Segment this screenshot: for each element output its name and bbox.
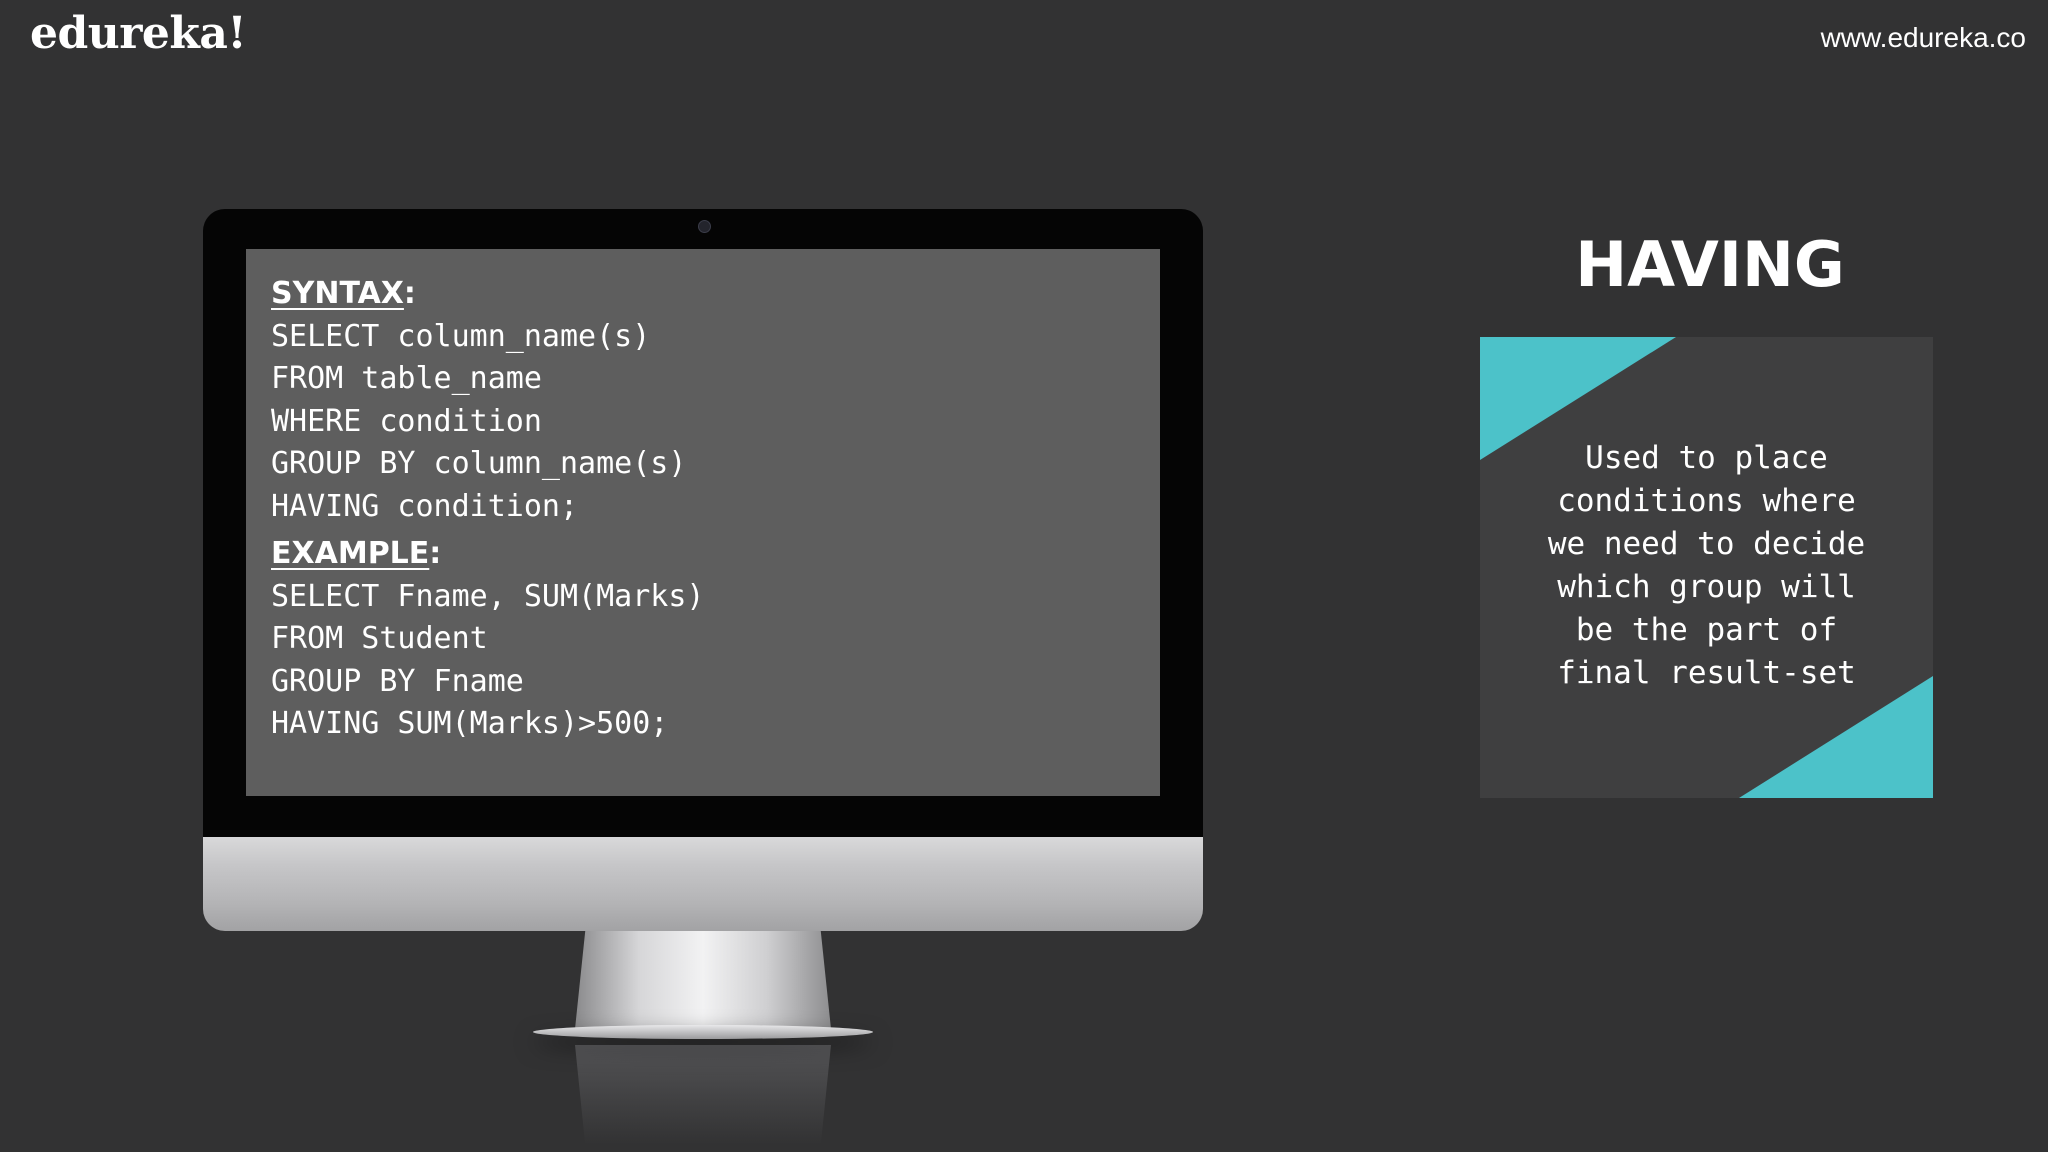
info-line: final result-set bbox=[1557, 655, 1856, 691]
code-block: SYNTAX: SELECT column_name(s) FROM table… bbox=[271, 273, 704, 746]
syntax-line: HAVING condition; bbox=[271, 488, 579, 524]
example-line: SELECT Fname, SUM(Marks) bbox=[271, 578, 705, 614]
info-line: be the part of bbox=[1575, 612, 1838, 648]
syntax-line: FROM table_name bbox=[271, 361, 542, 396]
info-line: we need to decide bbox=[1547, 526, 1866, 562]
monitor-chin bbox=[203, 837, 1203, 931]
stand-reflection bbox=[575, 1045, 831, 1145]
monitor-screen: SYNTAX: SELECT column_name(s) FROM table… bbox=[246, 249, 1160, 796]
info-description: Used to place conditions where we need t… bbox=[1480, 437, 1933, 695]
example-line: GROUP BY Fname bbox=[271, 663, 524, 699]
example-heading: EXAMPLE: bbox=[271, 536, 442, 571]
syntax-line: WHERE condition bbox=[271, 403, 542, 439]
syntax-heading: SYNTAX: bbox=[271, 276, 416, 311]
syntax-line: GROUP BY column_name(s) bbox=[271, 446, 687, 481]
info-card: Used to place conditions where we need t… bbox=[1480, 337, 1933, 798]
syntax-line: SELECT column_name(s) bbox=[271, 318, 651, 354]
monitor-illustration: SYNTAX: SELECT column_name(s) FROM table… bbox=[203, 209, 1203, 1145]
monitor-stand-base bbox=[533, 1025, 873, 1039]
panel-title: HAVING bbox=[1575, 228, 1845, 301]
brand-logo: edureka! bbox=[30, 8, 247, 59]
example-line: FROM Student bbox=[271, 621, 488, 656]
info-line: conditions where bbox=[1557, 483, 1856, 519]
monitor-stand bbox=[575, 931, 831, 1029]
example-line: HAVING SUM(Marks)>500; bbox=[271, 706, 669, 741]
info-line: Used to place bbox=[1585, 440, 1828, 476]
webcam-icon bbox=[698, 220, 711, 233]
site-url: www.edureka.co bbox=[1820, 22, 2026, 53]
info-line: which group will bbox=[1557, 569, 1856, 605]
